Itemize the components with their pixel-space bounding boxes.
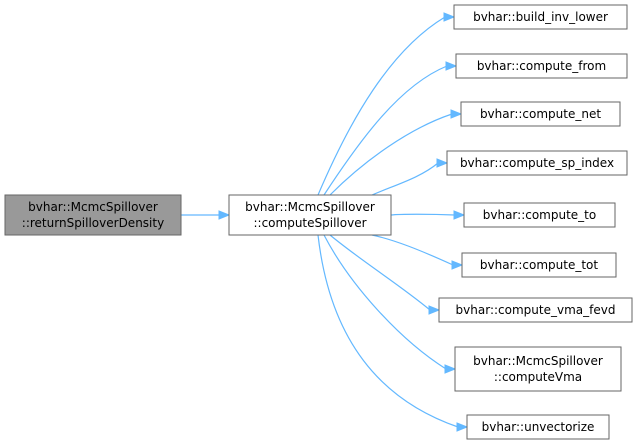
- edges: [181, 12, 469, 432]
- edge-to-callee-3-line: [329, 113, 453, 196]
- node-computespillover-box: [228, 194, 392, 236]
- node-mcmcspillover-computevma[interactable]: bvhar::McmcSpillover::computeVma: [454, 346, 622, 392]
- edge-root-to-computespillover-arrowhead: [218, 210, 231, 220]
- edge-to-callee-5-arrowhead: [453, 210, 466, 220]
- edge-to-callee-3-arrowhead: [450, 109, 463, 119]
- edge-to-callee-6: [371, 234, 464, 270]
- node-returnspilloverdensity[interactable]: bvhar::McmcSpillover::returnSpilloverDen…: [4, 194, 182, 236]
- node-compute-tot[interactable]: bvhar::compute_tot: [461, 252, 617, 278]
- node-mcmcspillover-computevma-label-line-1: bvhar::McmcSpillover: [473, 354, 603, 368]
- node-build-inv-lower-label-line-1: bvhar::build_inv_lower: [473, 10, 608, 24]
- edge-root-to-computespillover: [181, 210, 231, 220]
- node-compute-from-label-line-1: bvhar::compute_from: [477, 59, 606, 73]
- node-compute-tot-box: [461, 252, 617, 278]
- node-compute-net-box: [460, 101, 621, 127]
- edge-to-callee-8-arrowhead: [444, 364, 457, 374]
- node-compute-sp-index[interactable]: bvhar::compute_sp_index: [446, 150, 628, 176]
- node-mcmcspillover-computevma-box: [454, 346, 622, 392]
- node-build-inv-lower[interactable]: bvhar::build_inv_lower: [453, 4, 628, 30]
- node-unvectorize[interactable]: bvhar::unvectorize: [466, 414, 610, 440]
- node-computespillover-label-line-2: ::computeSpillover: [253, 216, 366, 230]
- node-returnspilloverdensity-box: [4, 194, 182, 236]
- node-compute-sp-index-box: [446, 150, 628, 176]
- node-compute-to[interactable]: bvhar::compute_to: [463, 202, 616, 228]
- edge-to-callee-4-line: [371, 162, 439, 196]
- node-returnspilloverdensity-label-line-2: ::returnSpilloverDensity: [22, 216, 164, 230]
- edge-to-callee-7-line: [329, 234, 431, 311]
- node-compute-net-label-line-1: bvhar::compute_net: [480, 107, 601, 121]
- node-mcmcspillover-computevma-label-line-2: ::computeVma: [494, 370, 582, 384]
- edge-to-callee-7: [329, 234, 441, 315]
- edge-to-callee-6-line: [371, 234, 454, 266]
- edge-to-callee-1-line: [317, 16, 446, 196]
- edge-to-callee-9: [317, 234, 469, 432]
- node-compute-vma-fevd[interactable]: bvhar::compute_vma_fevd: [438, 297, 633, 323]
- node-computespillover[interactable]: bvhar::McmcSpillover::computeSpillover: [228, 194, 392, 236]
- edge-to-callee-4: [371, 158, 449, 196]
- node-compute-to-label-line-1: bvhar::compute_to: [483, 208, 596, 222]
- node-compute-to-box: [463, 202, 616, 228]
- edge-to-callee-3: [329, 109, 463, 196]
- node-compute-vma-fevd-label-line-1: bvhar::compute_vma_fevd: [456, 303, 616, 317]
- edge-to-callee-5: [390, 210, 466, 220]
- edge-to-callee-9-line: [317, 234, 459, 428]
- node-computespillover-label-line-1: bvhar::McmcSpillover: [245, 200, 375, 214]
- node-compute-sp-index-label-line-1: bvhar::compute_sp_index: [460, 156, 614, 170]
- node-compute-from-box: [455, 53, 628, 79]
- edge-to-callee-6-arrowhead: [451, 260, 464, 270]
- node-unvectorize-label-line-1: bvhar::unvectorize: [482, 420, 595, 434]
- edge-to-callee-2-arrowhead: [445, 61, 458, 71]
- edge-to-callee-1-arrowhead: [443, 12, 456, 22]
- edge-to-callee-8: [323, 234, 457, 374]
- edge-to-callee-7-arrowhead: [428, 305, 441, 315]
- node-returnspilloverdensity-label-line-1: bvhar::McmcSpillover: [28, 200, 158, 214]
- edge-to-callee-5-line: [390, 213, 456, 216]
- edge-to-callee-2-line: [323, 65, 448, 196]
- node-build-inv-lower-box: [453, 4, 628, 30]
- edge-to-callee-9-arrowhead: [456, 422, 469, 432]
- nodes: bvhar::McmcSpillover::returnSpilloverDen…: [4, 4, 633, 440]
- node-unvectorize-box: [466, 414, 610, 440]
- node-compute-from[interactable]: bvhar::compute_from: [455, 53, 628, 79]
- edge-to-callee-2: [323, 61, 458, 196]
- node-compute-tot-label-line-1: bvhar::compute_tot: [480, 258, 598, 272]
- node-compute-vma-fevd-box: [438, 297, 633, 323]
- edge-to-callee-4-arrowhead: [436, 158, 449, 168]
- node-compute-net[interactable]: bvhar::compute_net: [460, 101, 621, 127]
- edge-to-callee-1: [317, 12, 456, 196]
- edge-to-callee-8-line: [323, 234, 447, 370]
